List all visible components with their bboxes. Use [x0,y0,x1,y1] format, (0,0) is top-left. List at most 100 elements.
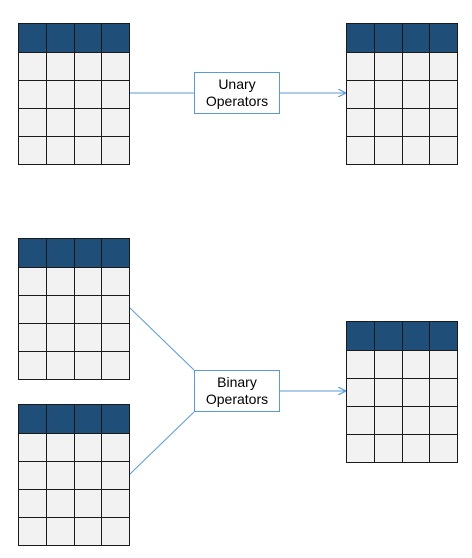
table-cell [347,137,374,164]
header-cell [429,322,457,350]
table-cell [45,462,74,489]
binary-label-line1: Binary [217,374,257,390]
table-cell [45,296,74,323]
table-cell [101,462,129,489]
table-cell [101,53,129,80]
table-cell [19,109,46,136]
binary-input-table-2 [18,404,130,546]
table-cell [373,53,402,80]
table-cell [347,351,374,378]
table-row [347,80,457,108]
table-cell [45,53,74,80]
unary-operators-box: Unary Operators [194,72,280,114]
unary-label-line2: Operators [205,93,269,109]
table-row [19,461,129,489]
table-header-row [347,24,457,52]
table-cell [45,137,74,164]
header-cell [373,322,402,350]
unary-input-table [18,23,130,165]
table-row [19,267,129,295]
table-cell [347,109,374,136]
table-cell [45,352,74,379]
binary-input2-connector [129,411,195,475]
header-cell [401,322,430,350]
table-cell [401,81,430,108]
header-cell [73,405,102,433]
table-cell [401,53,430,80]
table-cell [19,296,46,323]
table-cell [373,137,402,164]
table-cell [429,351,457,378]
table-cell [45,518,74,545]
table-cell [73,296,102,323]
table-cell [101,137,129,164]
table-cell [373,81,402,108]
table-header-row [19,239,129,267]
table-row [347,378,457,406]
table-row [19,108,129,136]
table-row [347,434,457,462]
table-cell [19,81,46,108]
table-cell [19,490,46,517]
table-row [19,517,129,545]
table-cell [429,137,457,164]
header-cell [347,24,374,52]
table-cell [429,435,457,462]
unary-output-table [346,23,458,165]
header-cell [373,24,402,52]
binary-output-table [346,321,458,463]
table-cell [429,407,457,434]
binary-input1-connector [129,307,195,371]
table-cell [429,109,457,136]
table-cell [401,137,430,164]
table-row [19,80,129,108]
table-cell [19,434,46,461]
table-cell [101,268,129,295]
header-cell [45,24,74,52]
table-cell [73,109,102,136]
table-row [347,406,457,434]
header-cell [401,24,430,52]
table-cell [19,352,46,379]
table-cell [73,518,102,545]
binary-label-line2: Operators [205,391,269,407]
table-cell [347,379,374,406]
table-cell [73,137,102,164]
table-cell [429,81,457,108]
table-cell [373,407,402,434]
table-cell [45,268,74,295]
header-cell [101,239,129,267]
table-cell [45,109,74,136]
table-row [19,323,129,351]
table-cell [347,407,374,434]
table-cell [19,53,46,80]
header-cell [101,405,129,433]
header-cell [45,239,74,267]
binary-input-table-1 [18,238,130,380]
table-cell [19,324,46,351]
table-cell [101,81,129,108]
table-cell [401,407,430,434]
table-cell [373,379,402,406]
table-cell [101,324,129,351]
table-row [19,136,129,164]
table-cell [373,109,402,136]
unary-label-line1: Unary [218,76,256,92]
table-cell [45,490,74,517]
table-cell [73,490,102,517]
table-cell [101,434,129,461]
header-cell [429,24,457,52]
table-cell [101,518,129,545]
table-row [347,108,457,136]
table-cell [45,81,74,108]
table-cell [73,352,102,379]
table-header-row [19,24,129,52]
table-row [19,52,129,80]
header-cell [73,24,102,52]
table-header-row [347,322,457,350]
header-cell [347,322,374,350]
table-header-row [19,405,129,433]
table-row [347,52,457,80]
table-cell [19,462,46,489]
